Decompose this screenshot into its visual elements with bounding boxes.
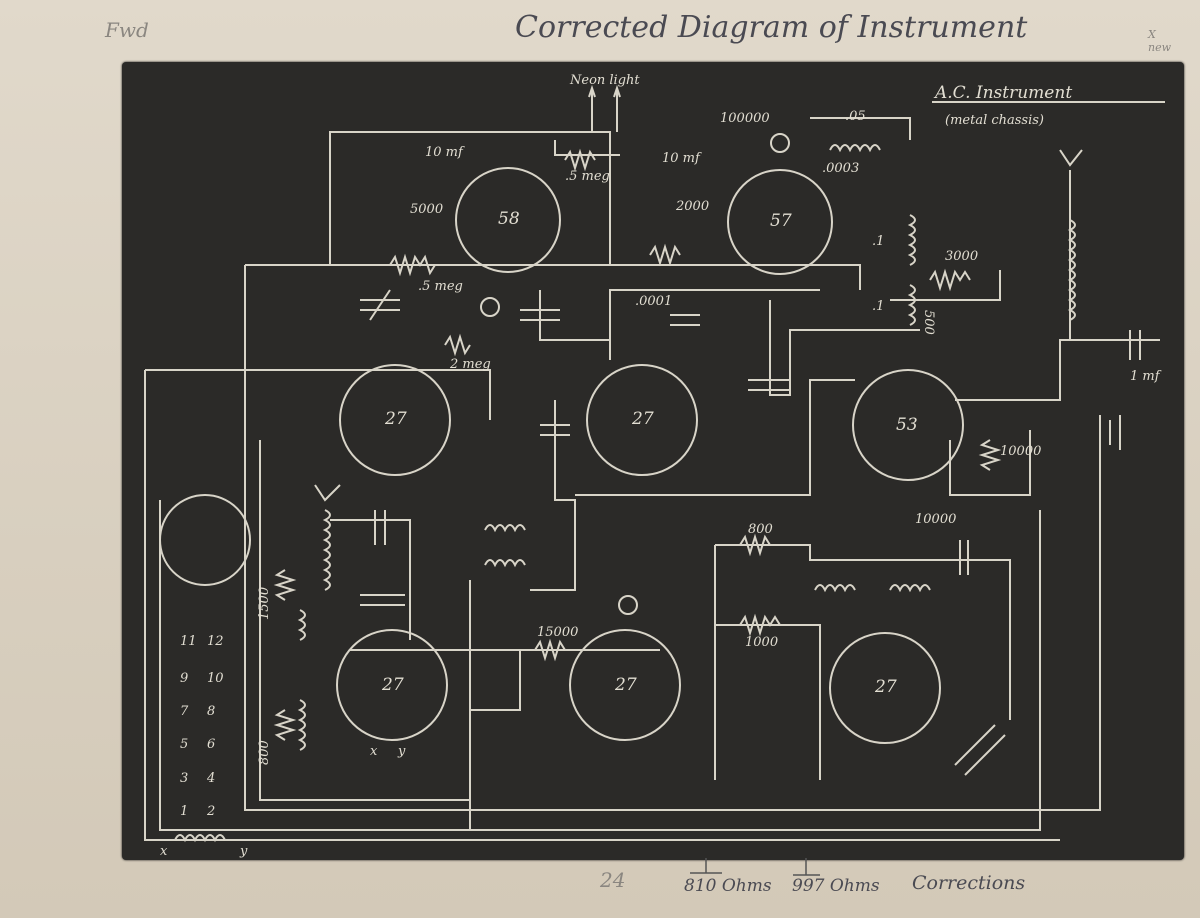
value-label: .0001	[635, 294, 672, 309]
tube-57	[727, 169, 833, 275]
tube-label: 57	[770, 211, 792, 231]
value-label: 100000	[720, 111, 770, 126]
terminal-label: 4	[206, 771, 215, 786]
corrections-note: Corrections	[912, 872, 1026, 894]
tube-label: 27	[381, 675, 404, 695]
terminal-label: 9	[180, 671, 188, 686]
value-label: 1000	[745, 635, 778, 650]
terminal-label: 1	[180, 804, 188, 819]
value-label: .05	[845, 109, 866, 124]
value-label: 5000	[410, 202, 443, 217]
tube-27-b	[586, 364, 698, 476]
terminal-label: 5	[180, 737, 188, 752]
tube-label: 58	[498, 209, 520, 229]
terminal-label: 3	[180, 771, 188, 786]
terminal-strip: 11 12 9 10 7 8 5 6 3 4 1 2	[180, 634, 224, 819]
value-label: 10000	[1000, 444, 1041, 459]
value-label: 2000	[675, 199, 709, 214]
tube-27-d	[569, 629, 681, 741]
page-number: 24	[600, 868, 626, 892]
terminal-label: 12	[207, 634, 224, 649]
terminal-label: 8	[207, 704, 215, 719]
value-label: 15000	[537, 625, 578, 640]
tubes	[159, 167, 964, 744]
socket-plug	[159, 494, 251, 586]
value-label: .5 meg	[565, 169, 610, 184]
correction-810-ohms: 810 Ohms	[684, 876, 772, 896]
tube-58	[455, 167, 561, 273]
tube-label: 27	[614, 675, 637, 695]
terminal-label: 10	[207, 671, 224, 686]
tube-53	[852, 369, 964, 481]
board-heading: A.C. Instrument	[933, 83, 1072, 103]
value-label: 10 mf	[662, 151, 702, 166]
pin-x-label: x	[160, 844, 168, 859]
value-label: 500	[921, 310, 936, 335]
antenna-icons	[314, 149, 1083, 502]
tube-label: 27	[384, 409, 407, 429]
tube-27-a	[339, 364, 451, 476]
value-label: 3000	[945, 249, 978, 264]
board-subheading: (metal chassis)	[945, 113, 1044, 128]
tube-27-e	[829, 632, 941, 744]
corner-note-right: X new	[1148, 28, 1172, 54]
resistors	[273, 148, 1002, 741]
value-label: 800	[748, 522, 773, 537]
value-label: 10 mf	[425, 145, 465, 160]
tube-label: 53	[896, 415, 918, 435]
capacitors	[360, 289, 1141, 776]
pin-x-label: x	[370, 744, 378, 759]
terminal-label: 6	[207, 737, 215, 752]
schematic-board	[122, 62, 1184, 860]
tube-label: 27	[631, 409, 654, 429]
value-label: .0003	[822, 161, 859, 176]
value-label: .1	[872, 299, 884, 314]
terminal-label: 11	[180, 634, 197, 649]
value-label: 2 meg	[449, 357, 491, 372]
terminal-label: 7	[180, 704, 189, 719]
wiring	[144, 84, 1160, 841]
correction-marks	[690, 858, 820, 876]
neon-lamps	[480, 133, 790, 615]
value-label: .5 meg	[418, 279, 463, 294]
value-label: 800	[257, 740, 272, 765]
pin-y-label: y	[239, 844, 248, 859]
value-label: 10000	[915, 512, 956, 527]
coils	[174, 144, 1076, 843]
pin-y-label: y	[397, 744, 406, 759]
tube-27-c	[336, 629, 448, 741]
neon-light-label: Neon light	[569, 73, 640, 88]
value-label: 1500	[257, 587, 272, 620]
correction-997-ohms: 997 Ohms	[792, 876, 880, 896]
value-label: .1	[872, 234, 884, 249]
page-title: Corrected Diagram of Instrument	[515, 10, 1028, 45]
corner-note-left: Fwd	[105, 18, 149, 42]
tube-label: 27	[874, 677, 897, 697]
value-label: 1 mf	[1130, 369, 1162, 384]
terminal-label: 2	[206, 804, 215, 819]
